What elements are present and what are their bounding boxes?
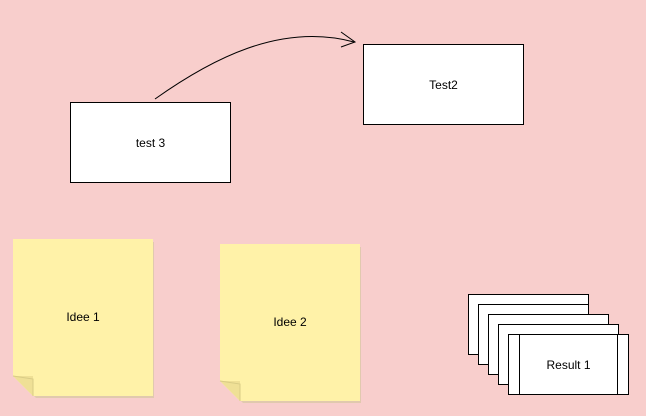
note-label: Idee 1	[66, 310, 100, 324]
sticky-note-shape	[219, 244, 361, 403]
process-box-test-3[interactable]: test 3	[70, 102, 231, 183]
arrowhead-icon	[340, 31, 357, 48]
process-box-test2[interactable]: Test2	[363, 44, 524, 125]
connector-curve	[154, 36, 355, 100]
box-label: test 3	[135, 135, 166, 150]
stack-label: Result 1	[546, 357, 591, 372]
sticky-note-idee-1[interactable]: Idee 1	[12, 238, 158, 404]
box-label: Test2	[429, 77, 458, 92]
note-label: Idee 2	[273, 315, 307, 329]
stack-card-front: Result 1	[508, 334, 629, 395]
sticky-note-idee-2[interactable]: Idee 2	[219, 243, 365, 409]
sticky-note-shape	[12, 239, 154, 398]
document-stack-result-1[interactable]: Result 1	[468, 294, 630, 396]
